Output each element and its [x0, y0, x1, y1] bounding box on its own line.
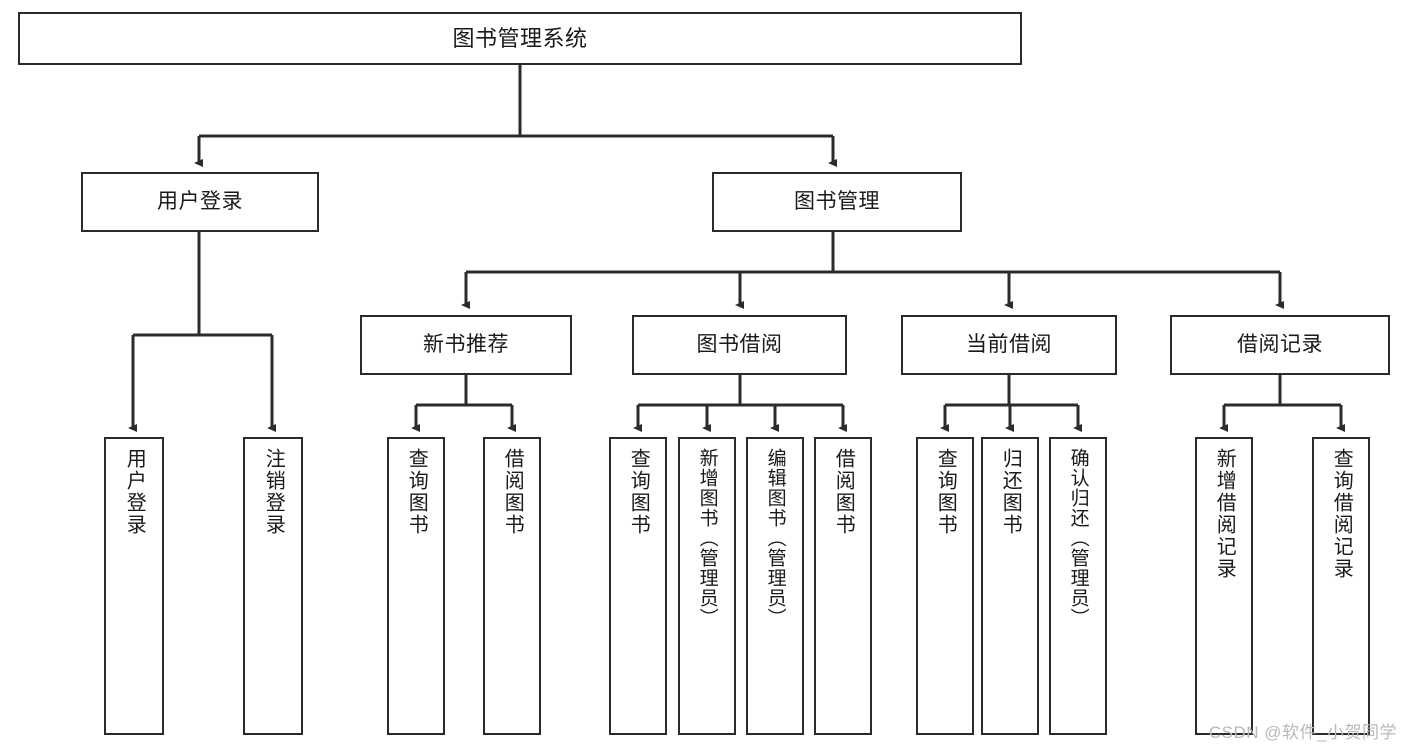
node-label: 借阅图书: [501, 448, 524, 536]
csdn-watermark: CSDN @软件_小贺同学: [1208, 723, 1397, 742]
node-label: 查询图书: [934, 448, 957, 536]
leaf-borrow-book-new[interactable]: 借阅图书: [483, 437, 541, 735]
leaf-edit-book-admin[interactable]: 编辑图书（管理员）: [746, 437, 804, 735]
node-label: 确认归还（管理员）: [1067, 448, 1089, 628]
leaf-query-book-new[interactable]: 查询图书: [387, 437, 445, 735]
node-label: 新书推荐: [423, 332, 509, 356]
node-label: 注销登录: [262, 448, 285, 536]
node-label: 查询图书: [405, 448, 428, 536]
leaf-logout[interactable]: 注销登录: [243, 437, 303, 735]
leaf-query-book-borrow[interactable]: 查询图书: [609, 437, 667, 735]
node-label: 用户登录: [123, 448, 146, 536]
node-label: 图书管理: [794, 189, 880, 213]
node-label: 借阅图书: [832, 448, 855, 536]
node-label: 借阅记录: [1237, 332, 1323, 356]
node-root-book-management-system[interactable]: 图书管理系统: [18, 12, 1022, 65]
node-label: 图书借阅: [696, 332, 783, 356]
node-book-management[interactable]: 图书管理: [712, 172, 962, 232]
node-label: 新增图书（管理员）: [696, 448, 718, 628]
leaf-query-borrow-record[interactable]: 查询借阅记录: [1312, 437, 1370, 735]
leaf-confirm-return-admin[interactable]: 确认归还（管理员）: [1049, 437, 1107, 735]
node-borrowing-record[interactable]: 借阅记录: [1170, 315, 1390, 375]
node-new-book-recommendation[interactable]: 新书推荐: [360, 315, 572, 375]
leaf-add-book-admin[interactable]: 新增图书（管理员）: [678, 437, 736, 735]
node-label: 查询图书: [627, 448, 650, 536]
node-label: 用户登录: [157, 189, 243, 213]
node-label: 当前借阅: [966, 332, 1052, 356]
node-book-borrowing[interactable]: 图书借阅: [632, 315, 847, 375]
node-user-login[interactable]: 用户登录: [81, 172, 319, 232]
leaf-query-book-current[interactable]: 查询图书: [916, 437, 974, 735]
node-label: 新增借阅记录: [1213, 448, 1236, 580]
leaf-add-borrow-record[interactable]: 新增借阅记录: [1195, 437, 1253, 735]
node-label: 归还图书: [999, 448, 1022, 536]
node-label: 图书管理系统: [452, 25, 588, 51]
leaf-return-book[interactable]: 归还图书: [981, 437, 1039, 735]
node-label: 查询借阅记录: [1330, 448, 1353, 580]
node-current-borrowing[interactable]: 当前借阅: [901, 315, 1117, 375]
leaf-user-login[interactable]: 用户登录: [104, 437, 164, 735]
node-label: 编辑图书（管理员）: [764, 448, 786, 628]
leaf-borrow-book[interactable]: 借阅图书: [814, 437, 872, 735]
